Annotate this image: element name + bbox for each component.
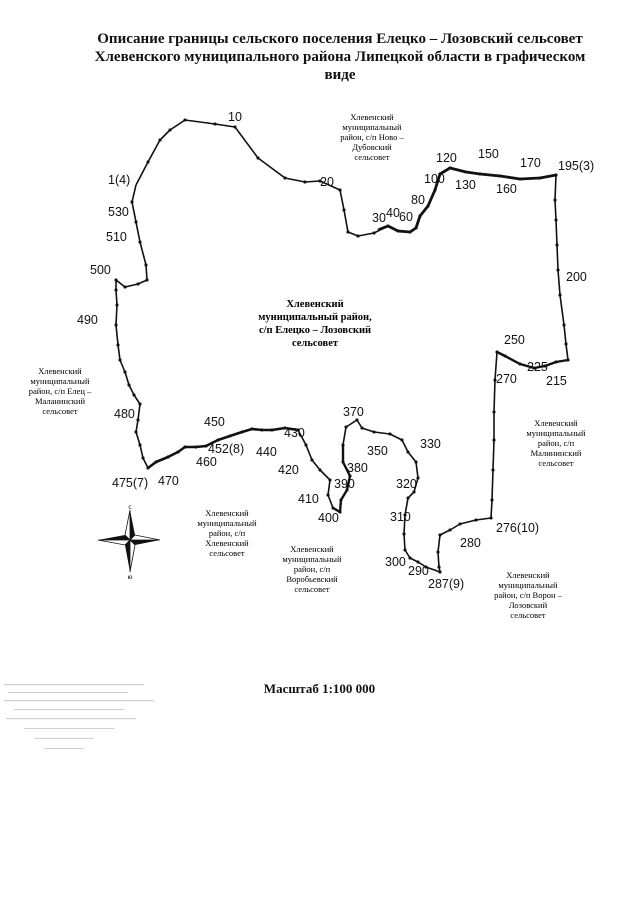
- point-label: 1(4): [108, 173, 130, 187]
- point-label: 290: [408, 564, 429, 578]
- neighbor-labels: Хлевенский муниципальный район, с/п Ново…: [29, 112, 586, 620]
- neighbor-line: сельсовет: [354, 152, 390, 162]
- neighbor-line: Малининский: [531, 448, 582, 458]
- point-label: 480: [114, 407, 135, 421]
- point-label: 510: [106, 230, 127, 244]
- central-region-label: Хлевенский муниципальный район, с/п Елец…: [258, 299, 372, 349]
- neighbor-line: муниципальный: [282, 554, 342, 564]
- neighbor-line: район, с/п Ворон –: [494, 590, 563, 600]
- point-label: 60: [399, 210, 413, 224]
- point-label: 380: [347, 461, 368, 475]
- point-label: 300: [385, 555, 406, 569]
- neighbor-line: район, с/п: [538, 438, 575, 448]
- point-label: 280: [460, 536, 481, 550]
- neighbor-line: Хлевенский: [534, 418, 578, 428]
- point-label: 460: [196, 455, 217, 469]
- neighbor-line: район, с/п Ново –: [340, 132, 404, 142]
- neighbor-line: район, с/п Елец –: [29, 386, 92, 396]
- point-label: 10: [228, 110, 242, 124]
- neighbor-line: муниципальный: [526, 428, 586, 438]
- neighbor-line: район, с/п: [294, 564, 331, 574]
- point-label: 200: [566, 270, 587, 284]
- compass-south-label: ю: [127, 574, 132, 581]
- point-label: 490: [77, 313, 98, 327]
- neighbor-line: Хлевенский: [290, 544, 334, 554]
- neighbor-south-west: Хлевенский муниципальный район, с/п Хлев…: [197, 508, 257, 558]
- point-label: 330: [420, 437, 441, 451]
- neighbor-south-east: Хлевенский муниципальный район, с/п Воро…: [494, 570, 563, 620]
- central-line: с/п Елецко – Лозовский: [259, 325, 371, 336]
- compass-north-label: с: [128, 504, 131, 511]
- neighbor-north: Хлевенский муниципальный район, с/п Ново…: [340, 112, 404, 162]
- map-title: Описание границы сельского поселения Еле…: [60, 30, 620, 84]
- title-line-2: Хлевенского муниципального района Липецк…: [94, 49, 586, 65]
- point-label: 276(10): [496, 521, 539, 535]
- point-label: 160: [496, 182, 517, 196]
- neighbor-line: Хлевенский: [205, 508, 249, 518]
- point-label: 40: [386, 206, 400, 220]
- point-label: 287(9): [428, 577, 464, 591]
- neighbor-line: Хлевенский: [350, 112, 394, 122]
- point-label: 410: [298, 492, 319, 506]
- scale-label: Масштаб 1:100 000: [263, 681, 376, 696]
- point-label: 100: [424, 172, 445, 186]
- title-line-1: Описание границы сельского поселения Еле…: [97, 31, 583, 47]
- neighbor-south: Хлевенский муниципальный район, с/п Воро…: [282, 544, 342, 594]
- point-label: 225: [527, 360, 548, 374]
- neighbor-line: сельсовет: [42, 406, 78, 416]
- point-label: 250: [504, 333, 525, 347]
- neighbor-line: муниципальный: [498, 580, 558, 590]
- point-label: 270: [496, 372, 517, 386]
- neighbor-line: район, с/п: [209, 528, 246, 538]
- point-label: 470: [158, 474, 179, 488]
- neighbor-line: Хлевенский: [205, 538, 249, 548]
- neighbor-line: Воробьевский: [286, 574, 338, 584]
- point-label: 400: [318, 511, 339, 525]
- point-label: 530: [108, 205, 129, 219]
- neighbor-line: муниципальный: [197, 518, 257, 528]
- neighbor-west: Хлевенский муниципальный район, с/п Елец…: [29, 366, 92, 416]
- point-label: 80: [411, 193, 425, 207]
- point-label: 420: [278, 463, 299, 477]
- point-label: 195(3): [558, 159, 594, 173]
- point-label: 350: [367, 444, 388, 458]
- point-label: 310: [390, 510, 411, 524]
- title-line-3: виде: [324, 67, 356, 83]
- central-line: сельсовет: [292, 338, 339, 349]
- neighbor-line: Маланинский: [35, 396, 86, 406]
- neighbor-line: сельсовет: [538, 458, 574, 468]
- central-line: муниципальный район,: [258, 312, 372, 323]
- neighbor-line: Лозовский: [509, 600, 548, 610]
- point-label: 440: [256, 445, 277, 459]
- neighbor-line: сельсовет: [209, 548, 245, 558]
- point-label: 390: [334, 477, 355, 491]
- point-label: 370: [343, 405, 364, 419]
- point-label: 475(7): [112, 476, 148, 490]
- neighbor-line: Дубовский: [352, 142, 392, 152]
- point-label: 452(8): [208, 442, 244, 456]
- neighbor-line: Хлевенский: [506, 570, 550, 580]
- point-label: 30: [372, 211, 386, 225]
- point-label: 170: [520, 156, 541, 170]
- compass-rose-icon: с ю: [97, 504, 161, 581]
- neighbor-east: Хлевенский муниципальный район, с/п Мали…: [526, 418, 586, 468]
- point-label: 130: [455, 178, 476, 192]
- neighbor-line: муниципальный: [342, 122, 402, 132]
- point-label: 20: [320, 175, 334, 189]
- point-label: 430: [284, 426, 305, 440]
- neighbor-line: Хлевенский: [38, 366, 82, 376]
- point-label: 450: [204, 415, 225, 429]
- central-line: Хлевенский: [286, 299, 343, 310]
- point-label: 120: [436, 151, 457, 165]
- neighbor-line: муниципальный: [30, 376, 90, 386]
- point-labels: 10 1(4) 530 510 500 490 480 475(7) 470 4…: [77, 110, 594, 591]
- point-label: 215: [546, 374, 567, 388]
- point-label: 500: [90, 263, 111, 277]
- point-label: 150: [478, 147, 499, 161]
- point-label: 320: [396, 477, 417, 491]
- scan-artifact: [4, 684, 154, 749]
- neighbor-line: сельсовет: [510, 610, 546, 620]
- neighbor-line: сельсовет: [294, 584, 330, 594]
